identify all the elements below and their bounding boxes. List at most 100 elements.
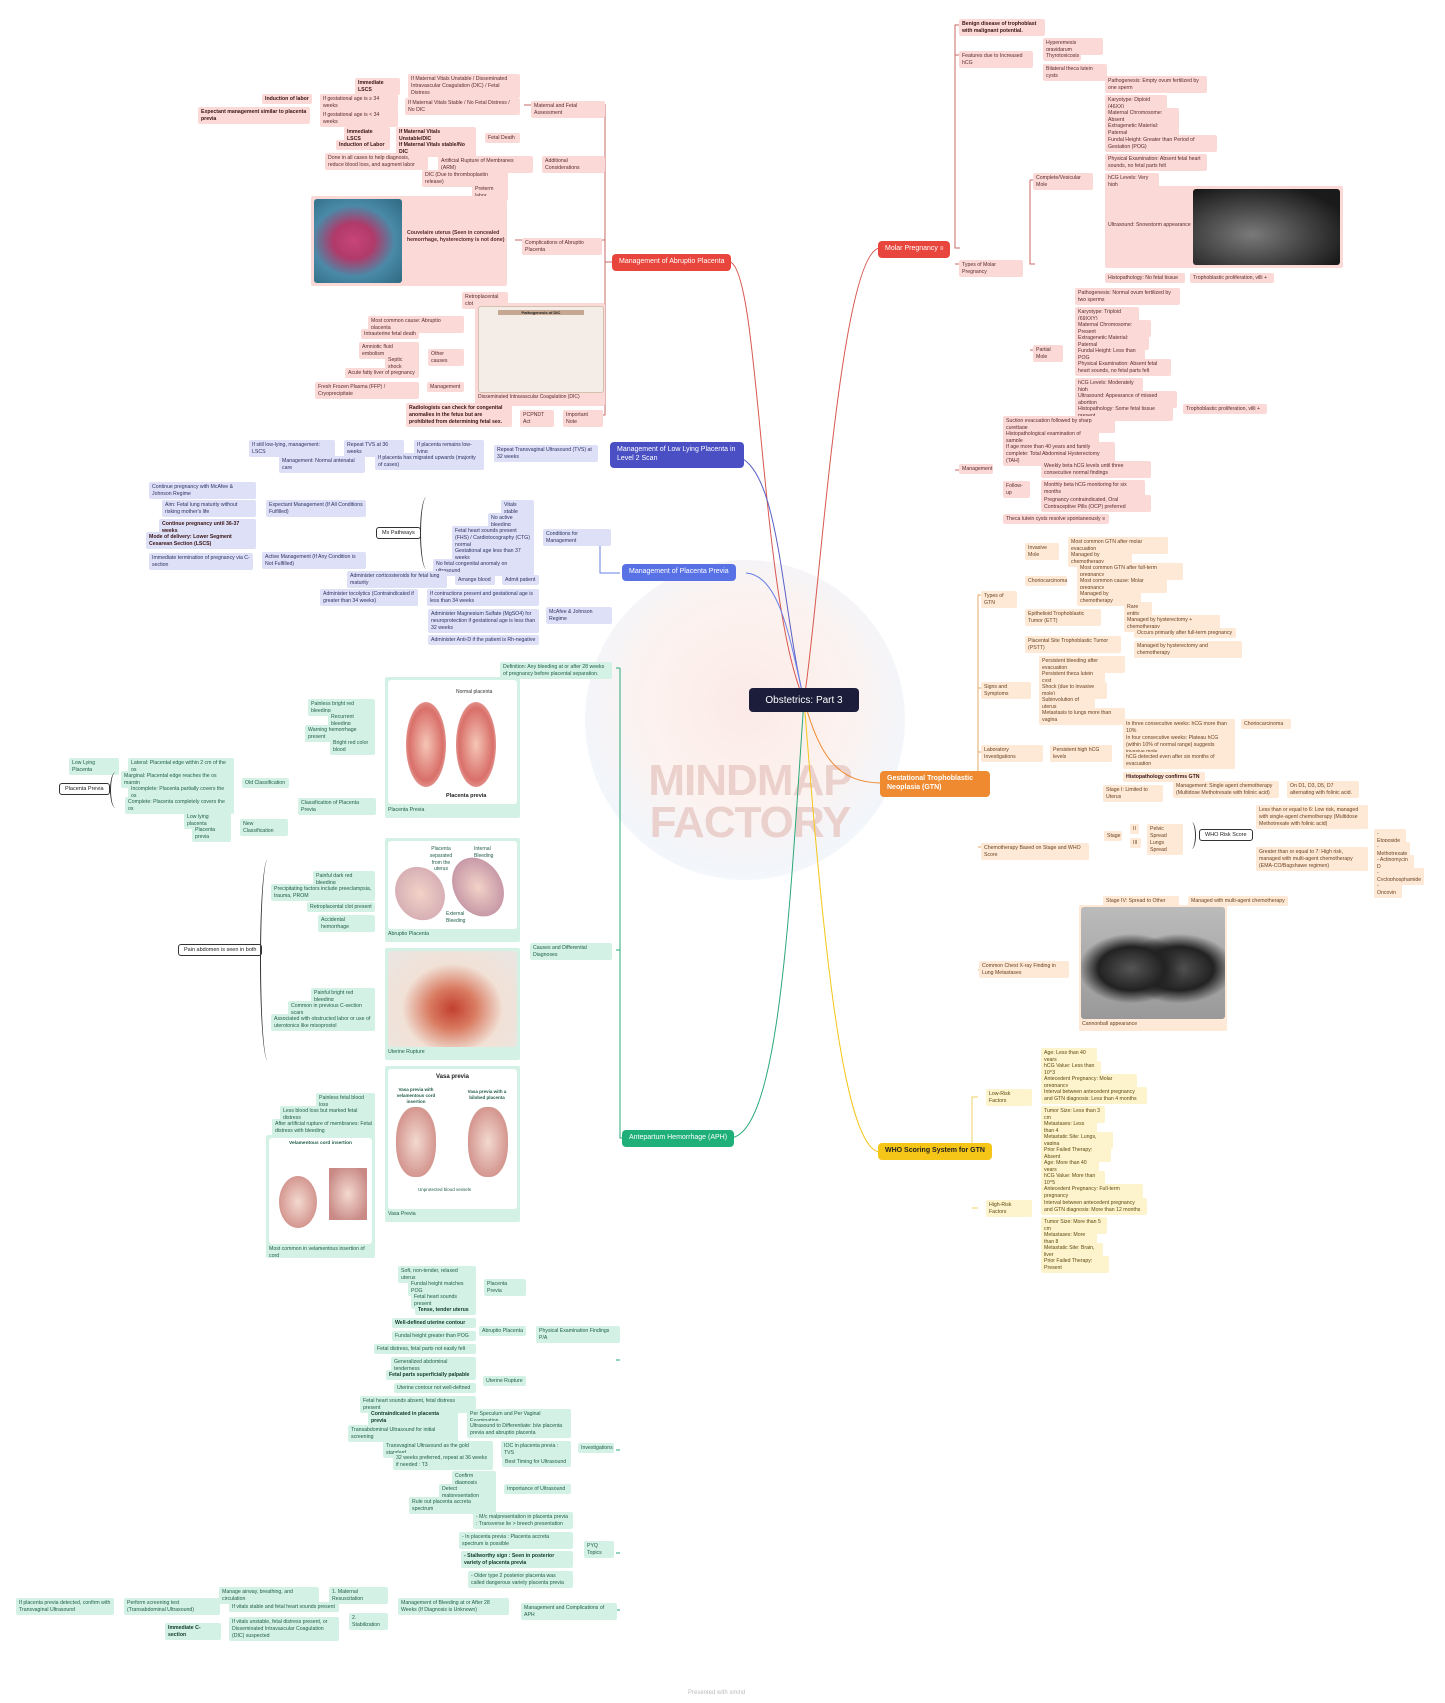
node-high-4[interactable]: Interval between antecedent pregnancy an… bbox=[1041, 1198, 1147, 1216]
node-fetal-death[interactable]: Fetal Death bbox=[485, 133, 520, 144]
card-uterine-rupture[interactable]: Uterine Rupture bbox=[385, 948, 520, 1060]
node-ab-feat-1[interactable]: Painful dark red bleeding bbox=[313, 871, 375, 889]
node-mgso4[interactable]: Administer Magnesium Sulfate (MgSO4) for… bbox=[428, 609, 539, 634]
node-signs[interactable]: Signs and Symptoms bbox=[981, 682, 1031, 700]
topic-previa-management[interactable]: Management of Placenta Previa bbox=[622, 564, 736, 581]
node-pe-ab[interactable]: Abruptio Placenta bbox=[479, 1326, 526, 1337]
node-mcafee[interactable]: McAfee & Johnson Regime bbox=[546, 607, 612, 625]
node-pe-ab-4[interactable]: Fetal distress, fetal parts not easily f… bbox=[374, 1344, 476, 1355]
node-dic-diagram[interactable]: Pathogenesis of DIC Disseminated Intrava… bbox=[475, 303, 605, 406]
node-partial-5[interactable]: Fundal Height: Less than POG bbox=[1075, 346, 1145, 364]
topic-gtn[interactable]: Gestational Trophoblastic Neoplasia (GTN… bbox=[880, 771, 990, 797]
node-partial-1[interactable]: Pathogenesis: Normal ovum fertilized by … bbox=[1075, 288, 1180, 306]
node-cxr[interactable]: Common Chest X-ray Finding in Lung Metas… bbox=[979, 961, 1069, 979]
node-low-5[interactable]: Tumor Size: Less than 3 cm bbox=[1041, 1106, 1105, 1124]
node-pe[interactable]: Physical Examination Findings P/A bbox=[536, 1326, 620, 1344]
node-resus[interactable]: 1. Maternal Resuscitation bbox=[329, 1587, 388, 1605]
node-low-8[interactable]: Prior Failed Therapy: Absent bbox=[1041, 1145, 1111, 1163]
node-oc-1[interactable]: Intrauterine fetal death bbox=[361, 329, 419, 340]
node-features-hcg[interactable]: Features due to Increased hCG bbox=[959, 51, 1033, 69]
node-stab-confirm[interactable]: If placenta previa detected, confirm wit… bbox=[16, 1598, 114, 1616]
central-topic[interactable]: Obstetrics: Part 3 bbox=[749, 688, 859, 712]
node-histo-complete-note[interactable]: Trophoblastic proliferation, villi + bbox=[1190, 273, 1274, 284]
node-partial-8[interactable]: Ultrasound: Appearance of missed abortio… bbox=[1075, 391, 1177, 409]
node-new-1[interactable]: Low lying placenta bbox=[184, 812, 231, 830]
node-exp-3[interactable]: Continue pregnancy until 36-37 weeks bbox=[159, 519, 256, 537]
node-chorio-1[interactable]: Most common GTN after full-term pregnanc… bbox=[1077, 563, 1183, 581]
node-normal-care[interactable]: Management: Normal antenatal care bbox=[279, 456, 365, 474]
node-old-4[interactable]: Complete: Placenta completely covers the… bbox=[125, 797, 234, 815]
node-old-1[interactable]: Lateral: Placental edge within 2 cm of t… bbox=[128, 758, 234, 776]
node-placenta-previa-box[interactable]: Placenta Previa bbox=[59, 783, 110, 795]
node-partial-4[interactable]: Extragenetic Material: Paternal bbox=[1075, 333, 1149, 351]
node-aph-mgmt[interactable]: Management and Complications of APH bbox=[521, 1603, 617, 1621]
node-exp-4[interactable]: Mode of delivery: Lower Segment Cesarean… bbox=[146, 532, 256, 550]
node-pp-feat-4[interactable]: Bright red color blood bbox=[330, 738, 375, 756]
node-remains[interactable]: If placenta remains low-lying bbox=[414, 440, 484, 458]
node-investigations[interactable]: Investigations bbox=[578, 1443, 614, 1454]
node-pe-ur-4[interactable]: Fetal heart sounds absent, fetal distres… bbox=[360, 1396, 476, 1414]
node-lab-3[interactable]: hCG detected even after six months of ev… bbox=[1123, 752, 1235, 770]
node-chorio[interactable]: Choriocarcinoma bbox=[1025, 576, 1067, 587]
node-vp-feat-1[interactable]: Painless fetal blood loss bbox=[316, 1093, 375, 1111]
node-old-2[interactable]: Marginal: Placental edge reaches the os … bbox=[121, 771, 234, 789]
node-cond-1[interactable]: Vitals stable bbox=[501, 500, 534, 518]
node-dic-management[interactable]: Management bbox=[427, 382, 464, 393]
node-fd-induction[interactable]: Induction of Labor bbox=[336, 140, 390, 151]
node-additional[interactable]: Additional Considerations bbox=[542, 156, 605, 174]
node-pe-pp-2[interactable]: Fundal height matches POG bbox=[408, 1279, 476, 1297]
node-pcpndt[interactable]: PCPNDT Act bbox=[520, 410, 554, 428]
node-lab-hcg[interactable]: Persistent high hCG levels bbox=[1050, 745, 1112, 763]
node-stab-csection[interactable]: Immediate C-section bbox=[165, 1623, 221, 1641]
node-pp-feat-1[interactable]: Painless bright red bleeding bbox=[308, 699, 375, 717]
node-antid[interactable]: Administer Anti-D if the patient is Rh-n… bbox=[428, 635, 539, 646]
node-chorio-2[interactable]: Most common cause: Molar pregnancy bbox=[1077, 576, 1167, 594]
node-stage1[interactable]: Stage I: Limited to Uterus bbox=[1103, 785, 1163, 803]
node-pyq-1[interactable]: - M/c malpresentation in placenta previa… bbox=[473, 1512, 573, 1530]
node-types-molar[interactable]: Types of Molar Pregnancy bbox=[959, 260, 1023, 278]
node-stage1-days[interactable]: On D1, D3, D5, D7 alternating with folin… bbox=[1287, 781, 1359, 799]
node-pyq[interactable]: PYQ Topics bbox=[584, 1541, 614, 1559]
node-conditions[interactable]: Conditions for Management bbox=[543, 529, 611, 547]
node-ett-1[interactable]: Rare entity bbox=[1124, 602, 1152, 620]
node-molar-mgmt[interactable]: Management bbox=[959, 464, 993, 475]
node-other-causes[interactable]: Other causes bbox=[428, 349, 464, 367]
node-mgmt-2[interactable]: Histopathological examination of sample bbox=[1003, 429, 1099, 447]
node-tocolytics[interactable]: Administer tocolytics (Contraindicated i… bbox=[320, 589, 418, 607]
node-ab-feat-2[interactable]: Precipitating factors include preeclamps… bbox=[271, 884, 375, 902]
node-signs-1[interactable]: Persistent bleeding after evacuation bbox=[1039, 656, 1125, 674]
card-velamentous[interactable]: Velamentous cord insertion Most common i… bbox=[266, 1135, 375, 1259]
node-still-low[interactable]: If still low-lying, management: LSCS bbox=[249, 440, 335, 458]
node-pcpndt-note[interactable]: Radiologists can check for congenital an… bbox=[406, 403, 512, 428]
node-arm[interactable]: Artificial Rupture of Membranes (ARM) bbox=[438, 156, 533, 174]
card-placenta-previa[interactable]: Normal placenta Placenta previa Placenta… bbox=[385, 677, 520, 818]
node-stage[interactable]: Stage bbox=[1104, 831, 1122, 842]
node-high-5[interactable]: Tumor Size: More than 5 cm bbox=[1041, 1217, 1107, 1235]
node-stab-stable[interactable]: If vitals stable and fetal heart sounds … bbox=[229, 1602, 339, 1613]
node-induction[interactable]: Induction of labor bbox=[262, 94, 312, 105]
node-ema-4[interactable]: - Cyclophosphamide bbox=[1374, 868, 1424, 886]
node-low-4[interactable]: Interval between antecedent pregnancy an… bbox=[1041, 1087, 1147, 1105]
node-low-risk-factors[interactable]: Low-Risk Factors bbox=[986, 1089, 1032, 1107]
node-comp-dic[interactable]: DIC (Due to thromboplastin release) bbox=[422, 170, 508, 188]
node-pe-ab-1[interactable]: Tense, tender uterus bbox=[415, 1305, 476, 1316]
node-complications[interactable]: Complications of Abruptio Placenta bbox=[522, 238, 602, 256]
node-repeat-32[interactable]: Repeat Transvaginal Ultrasound (TVS) at … bbox=[494, 445, 598, 463]
node-ema-3[interactable]: - Actinomycin D bbox=[1374, 855, 1414, 873]
node-cond-2[interactable]: No active bleeding bbox=[488, 513, 534, 531]
node-arrange-blood[interactable]: Arrange blood bbox=[455, 575, 495, 586]
node-invasive-mole[interactable]: Invasive Mole bbox=[1025, 543, 1059, 561]
node-active-item[interactable]: Immediate termination of pregnancy via C… bbox=[149, 553, 253, 571]
node-ur-feat-1[interactable]: Painful bright red bleeding bbox=[311, 988, 375, 1006]
node-ett[interactable]: Epithelioid Trophoblastic Tumor (ETT) bbox=[1025, 609, 1101, 627]
node-lab-1[interactable]: In three consecutive weeks: hCG more tha… bbox=[1123, 719, 1235, 737]
node-vp-feat-3[interactable]: After artificial rupture of membranes: F… bbox=[272, 1119, 375, 1137]
node-inv-psv-note[interactable]: Contraindicated in placenta previa bbox=[368, 1409, 458, 1427]
node-followup-1[interactable]: Weekly beta hCG levels until three conse… bbox=[1041, 461, 1151, 479]
node-new-2[interactable]: Placenta previa bbox=[192, 825, 231, 843]
topic-aph[interactable]: Antepartum Hemorrhage (APH) bbox=[622, 1130, 735, 1147]
node-low-3[interactable]: Antecedent Pregnancy: Molar pregnancy bbox=[1041, 1074, 1137, 1092]
node-signs-3[interactable]: Shock (due to invasive mole) bbox=[1039, 682, 1107, 700]
node-stage2[interactable]: II bbox=[1130, 824, 1139, 835]
node-oc-2[interactable]: Amniotic fluid embolism bbox=[359, 342, 419, 360]
